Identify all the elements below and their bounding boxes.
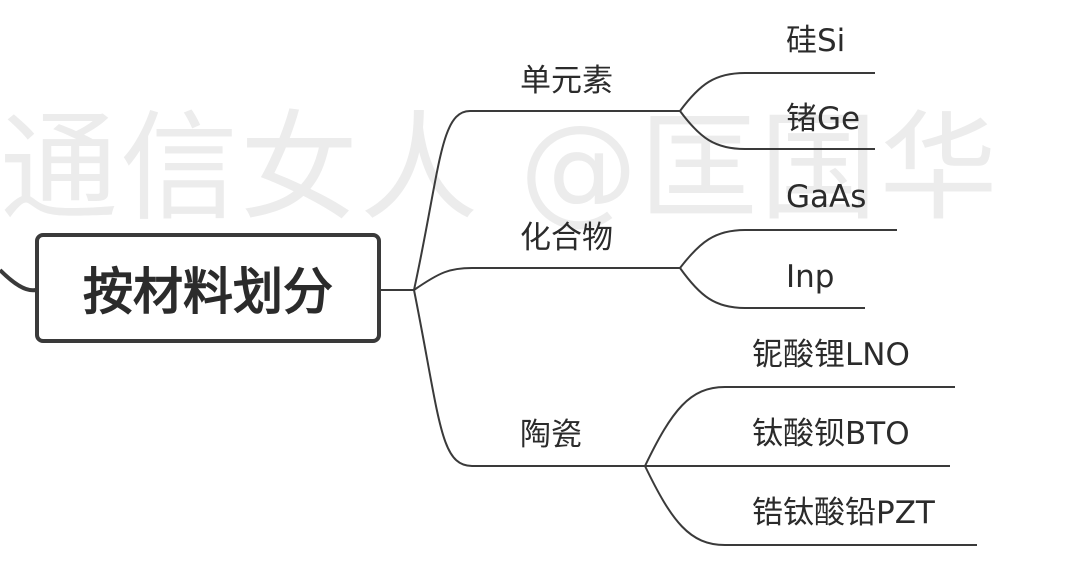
leaf-label[interactable]: 铌酸锂LNO <box>752 337 910 373</box>
incoming-connector <box>0 268 37 293</box>
connector-leaf-2-1 <box>679 229 897 269</box>
root-node-label: 按材料划分 <box>83 263 333 321</box>
connector-branch-3 <box>413 289 645 467</box>
leaf-label[interactable]: 钛酸钡BTO <box>752 416 910 452</box>
leaf-label[interactable]: GaAs <box>786 179 867 215</box>
connector-leaf-2-2 <box>679 267 865 309</box>
connector-leaf-3-1 <box>644 386 955 467</box>
leaf-label[interactable]: 锗Ge <box>786 101 861 137</box>
leaf-label[interactable]: 硅Si <box>786 23 846 59</box>
connector-branch-2 <box>413 267 680 291</box>
connector-leaf-1-1 <box>679 72 875 112</box>
branch-label[interactable]: 单元素 <box>520 63 613 99</box>
leaf-label[interactable]: Inp <box>786 259 835 295</box>
root-node[interactable]: 按材料划分 <box>35 233 381 343</box>
leaf-label[interactable]: 锆钛酸铅PZT <box>752 495 935 531</box>
branch-label[interactable]: 化合物 <box>520 220 613 256</box>
connector-leaf-1-2 <box>679 110 875 150</box>
branch-label[interactable]: 陶瓷 <box>520 417 582 453</box>
connector-leaf-3-3 <box>644 465 977 546</box>
connector-branch-1 <box>413 110 680 291</box>
